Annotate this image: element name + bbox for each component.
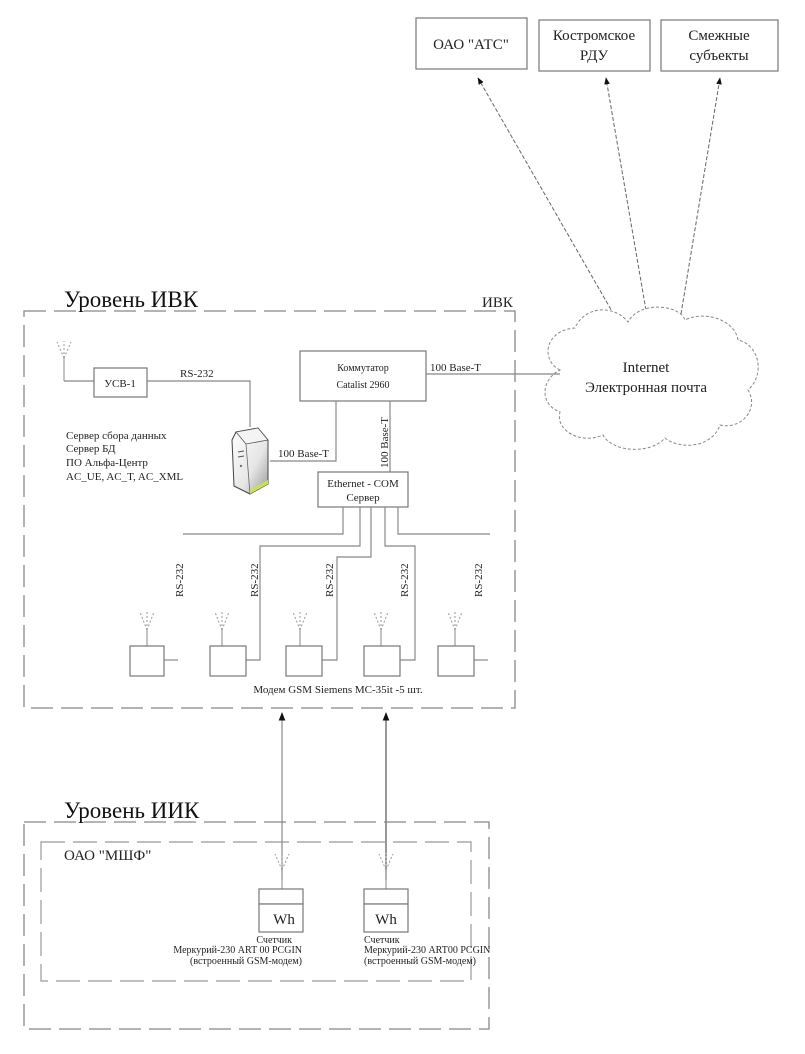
ats-label: ОАО "АТС" [433, 37, 509, 53]
modem-link-label-5: RS-232 [473, 563, 485, 597]
meter-2-line2: Меркурий-230 ART00 PCGIN [364, 945, 490, 956]
ethernet-com-server: Ethernet - COM Сервер [317, 471, 409, 508]
internet-cloud: Internet Электронная почта [544, 306, 759, 450]
server-icon [231, 427, 269, 495]
arrow-to-neighbors [679, 77, 722, 321]
server-desc-line4: AC_UE, AC_T, AC_XML [66, 471, 183, 483]
gsm-modem-1 [129, 611, 178, 677]
wire-modem-4 [384, 507, 416, 661]
modem-link-label-1: RS-232 [174, 563, 186, 597]
antenna-icon [378, 853, 394, 889]
wire-modem-1 [183, 507, 344, 535]
modem-link-label-2: RS-232 [249, 563, 261, 597]
gsm-modem-5 [437, 611, 488, 677]
server-link-label: 100 Base-T [278, 448, 329, 460]
usv-label: УСВ-1 [104, 378, 136, 390]
iik-title: Уровень ИИК [64, 798, 200, 823]
gsm-modem-2 [209, 611, 247, 677]
server-desc-line2: Сервер БД [66, 443, 116, 455]
antenna-icon [447, 611, 463, 646]
cloud-line1: Internet [623, 360, 670, 376]
external-rdu: Костромское РДУ [538, 19, 651, 72]
modem-link-label-3: RS-232 [324, 563, 336, 597]
ivk-title: Уровень ИВК [64, 287, 199, 312]
meter-1-symbol: Wh [273, 912, 295, 928]
antenna-icon [292, 611, 308, 646]
antenna-icon [214, 611, 230, 646]
meter-1-line3: (встроенный GSM-модем) [190, 956, 302, 967]
wire-modem-5 [397, 507, 490, 535]
switch-label-line1: Коммутатор [337, 363, 389, 374]
iik-boundary [23, 821, 490, 1030]
wire-modem-2 [246, 507, 361, 661]
usv-device: УСВ-1 [93, 367, 148, 398]
neighbors-label-line2: субъекты [689, 48, 748, 64]
meter-2-symbol: Wh [375, 912, 397, 928]
ivk-corner-label: ИВК [482, 295, 514, 311]
meter-1-line1: Счетчик [256, 935, 292, 946]
org-boundary [40, 841, 472, 982]
meter-1-line2: Меркурий-230 ART 00 PCGIN [173, 945, 302, 956]
cloud-line2: Электронная почта [585, 380, 707, 396]
server-to-switch-wire [270, 401, 337, 462]
gsm-modem-4 [363, 611, 401, 677]
antenna-icon [274, 853, 290, 889]
antenna-icon [139, 611, 155, 646]
neighbors-label-line1: Смежные [688, 28, 750, 44]
usv-to-server-wire [147, 380, 251, 427]
ethcom-label-line1: Ethernet - COM [327, 478, 399, 490]
wire-modem-3 [322, 507, 372, 661]
rdu-label-line1: Костромское [553, 28, 636, 44]
antenna-icon [373, 611, 389, 646]
rdu-label-line2: РДУ [580, 48, 609, 64]
ivk-boundary [23, 310, 516, 709]
org-label: ОАО "МШФ" [64, 848, 151, 864]
switch-device: Коммутатор Catalist 2960 [299, 350, 427, 402]
arrow-to-ats [477, 77, 618, 321]
external-ats: ОАО "АТС" [415, 17, 528, 70]
usv-link-label: RS-232 [180, 368, 214, 380]
usv-antenna-icon [56, 341, 72, 381]
meter-1: Wh Счетчик Меркурий-230 ART 00 PCGIN (вс… [173, 853, 304, 967]
switch-label-line2: Catalist 2960 [336, 380, 389, 391]
server-desc-line1: Сервер сбора данных [66, 430, 167, 442]
external-neighbors: Смежные субъекты [660, 19, 779, 72]
meter-2-line1: Счетчик [364, 935, 400, 946]
server-description: Сервер сбора данных Сервер БД ПО Альфа-Ц… [66, 430, 183, 483]
gsm-modem-3 [285, 611, 323, 677]
meter-2-line3: (встроенный GSM-модем) [364, 956, 476, 967]
server-desc-line3: ПО Альфа-Центр [66, 457, 148, 469]
meter-2: Wh Счетчик Меркурий-230 ART00 PCGIN (вст… [363, 853, 490, 967]
arrow-to-rdu [604, 77, 649, 323]
modems-caption: Модем GSM Siemens MC-35it -5 шт. [253, 684, 423, 696]
switch-uplink-label: 100 Base-T [430, 362, 481, 374]
eth-link-label: 100 Base-T [379, 417, 391, 468]
modem-link-label-4: RS-232 [399, 563, 411, 597]
ethcom-label-line2: Сервер [346, 492, 380, 504]
